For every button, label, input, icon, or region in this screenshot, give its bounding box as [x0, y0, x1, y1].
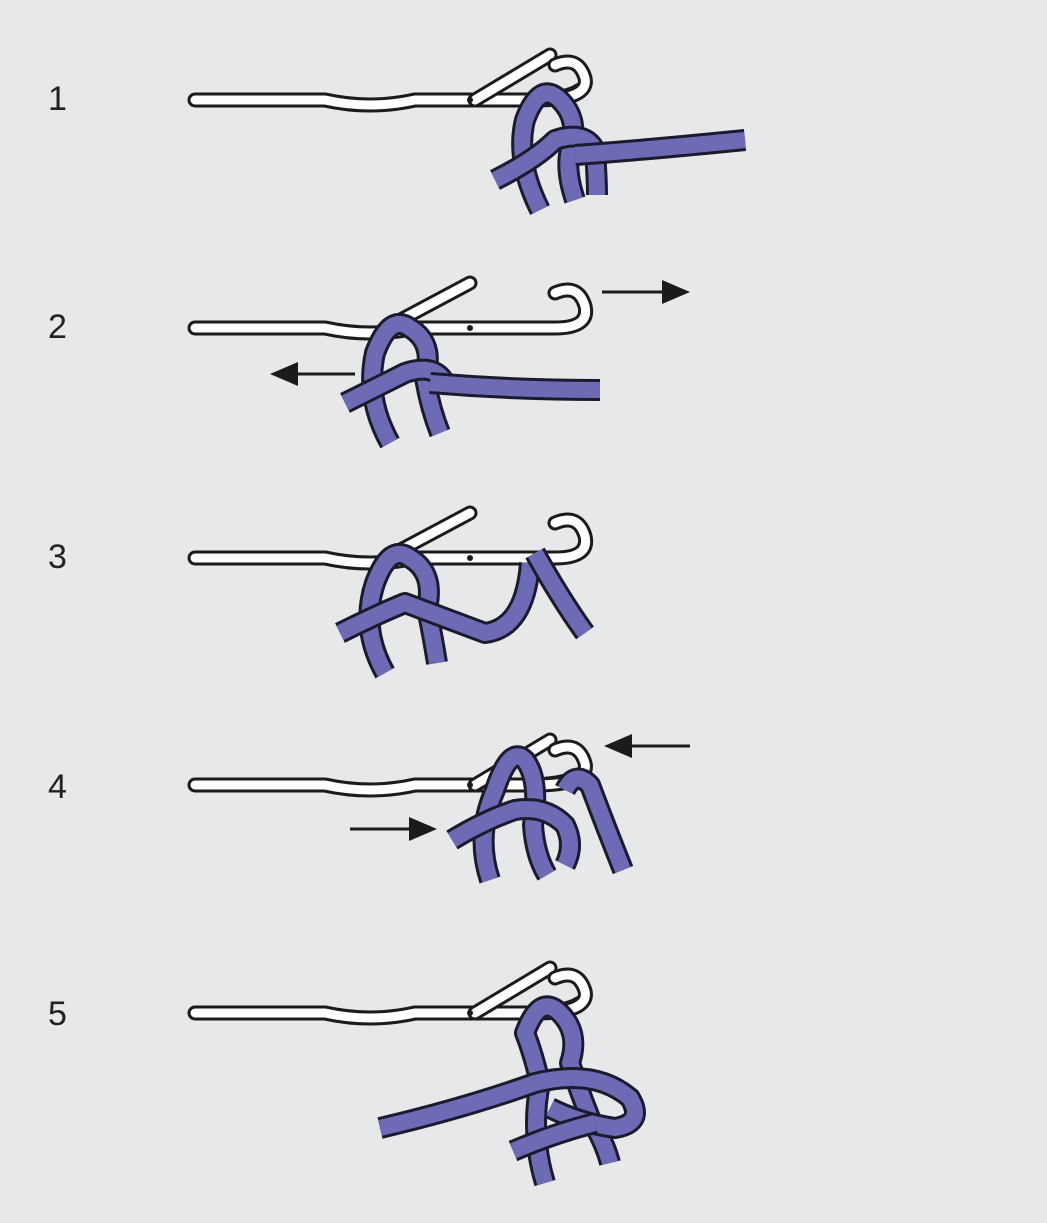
yarn-strand-icon	[335, 543, 594, 679]
step-number-4: 4	[48, 768, 67, 806]
yarn-strand-icon	[340, 313, 601, 449]
step-4-illustration	[195, 740, 634, 884]
step-number-2: 2	[48, 308, 67, 346]
arrow-left-icon	[270, 362, 355, 386]
arrow-right-icon	[602, 280, 690, 304]
step-number-3: 3	[48, 538, 67, 576]
arrow-left-icon	[604, 734, 690, 758]
step-5-illustration	[195, 968, 646, 1187]
step-3-illustration	[195, 513, 594, 679]
step-2-illustration	[195, 283, 601, 449]
yarn-strand-icon	[446, 745, 634, 884]
step-number-1: 1	[48, 80, 67, 118]
arrow-right-icon	[350, 817, 437, 841]
yarn-strand-icon	[490, 82, 747, 215]
step-number-5: 5	[48, 995, 67, 1033]
step-1-illustration	[195, 55, 747, 215]
yarn-strand-icon	[377, 995, 646, 1187]
